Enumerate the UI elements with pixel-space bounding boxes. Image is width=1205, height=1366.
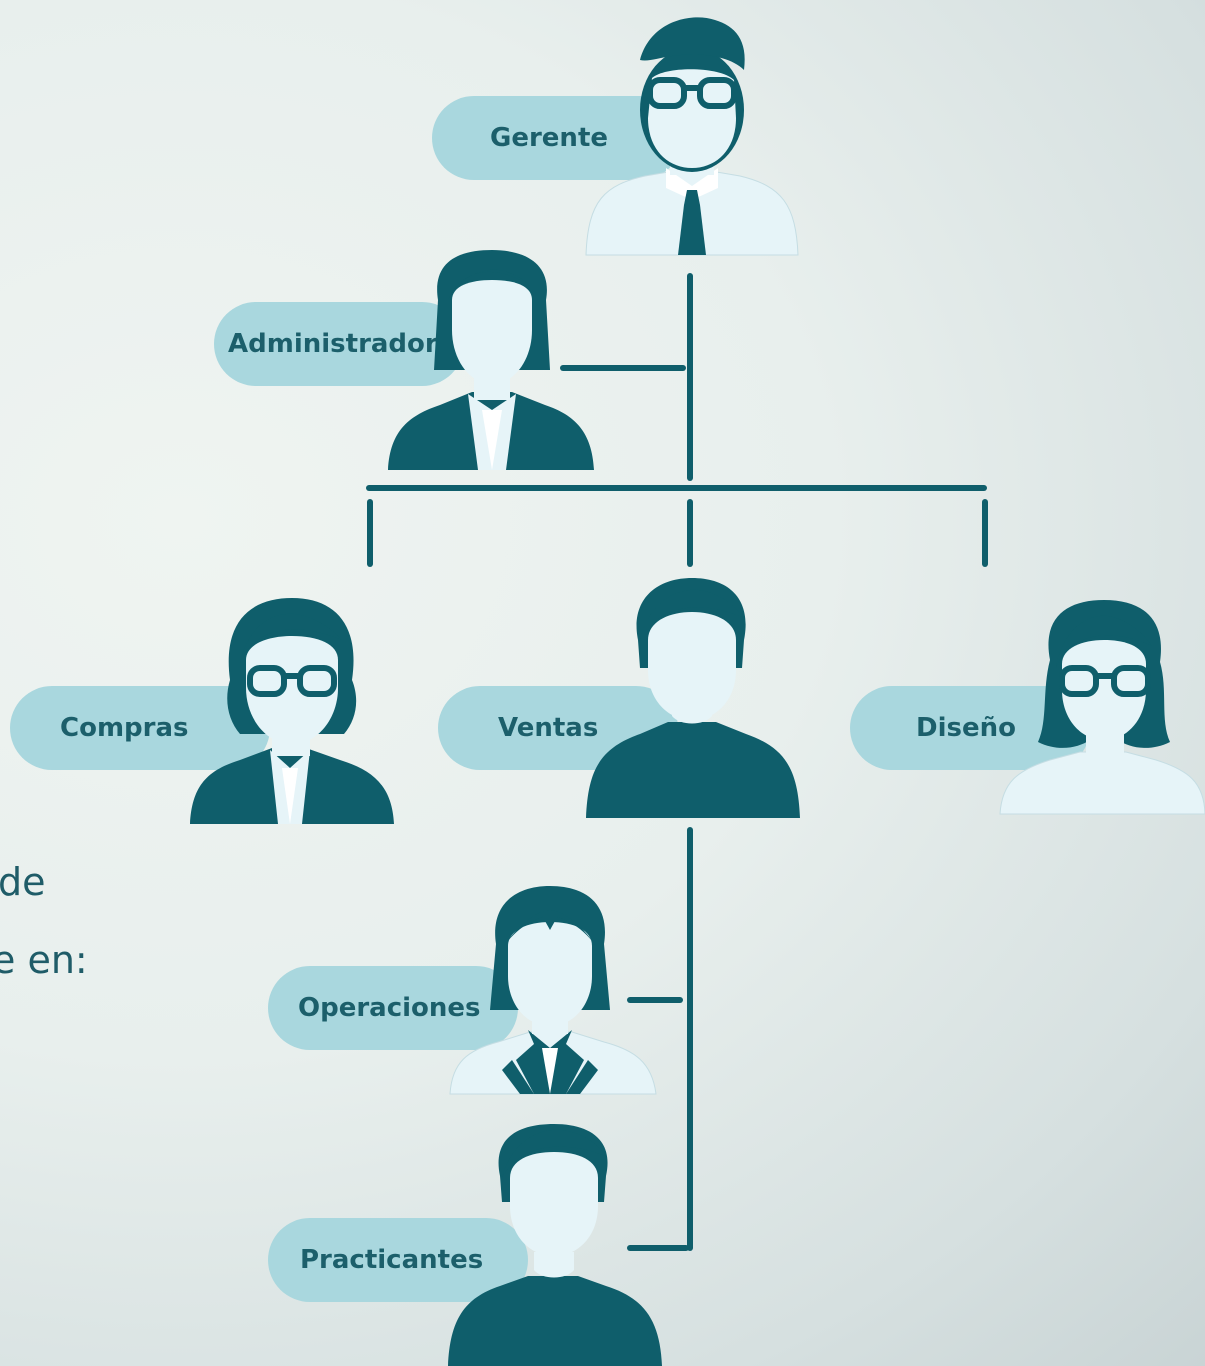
role-label-gerente: Gerente [432,96,682,180]
body-text-line-1: de [0,860,46,904]
role-label-compras: Compras [10,686,270,770]
operaciones-avatar-icon [449,886,657,1095]
role-label-gerente-text: Gerente [490,123,609,153]
role-label-administrador-text: Administrador [228,329,438,359]
role-label-practicantes: Practicantes [268,1218,528,1302]
ventas-avatar-icon [586,578,800,818]
role-label-administrador: Administrador [214,302,464,386]
body-text-line-2: e en: [0,938,88,982]
diseno-avatar-icon [999,600,1205,815]
compras-avatar-icon [190,598,394,824]
role-label-compras-text: Compras [60,713,189,743]
practicantes-avatar-icon [448,1124,662,1366]
role-label-practicantes-text: Practicantes [300,1245,484,1275]
gerente-avatar-icon [585,17,799,256]
role-label-ventas-text: Ventas [498,713,599,743]
role-label-operaciones: Operaciones [268,966,518,1050]
role-label-diseno-text: Diseño [916,713,1016,743]
administrador-avatar-icon [388,250,594,470]
role-label-operaciones-text: Operaciones [298,993,481,1023]
org-connectors [366,273,988,1251]
